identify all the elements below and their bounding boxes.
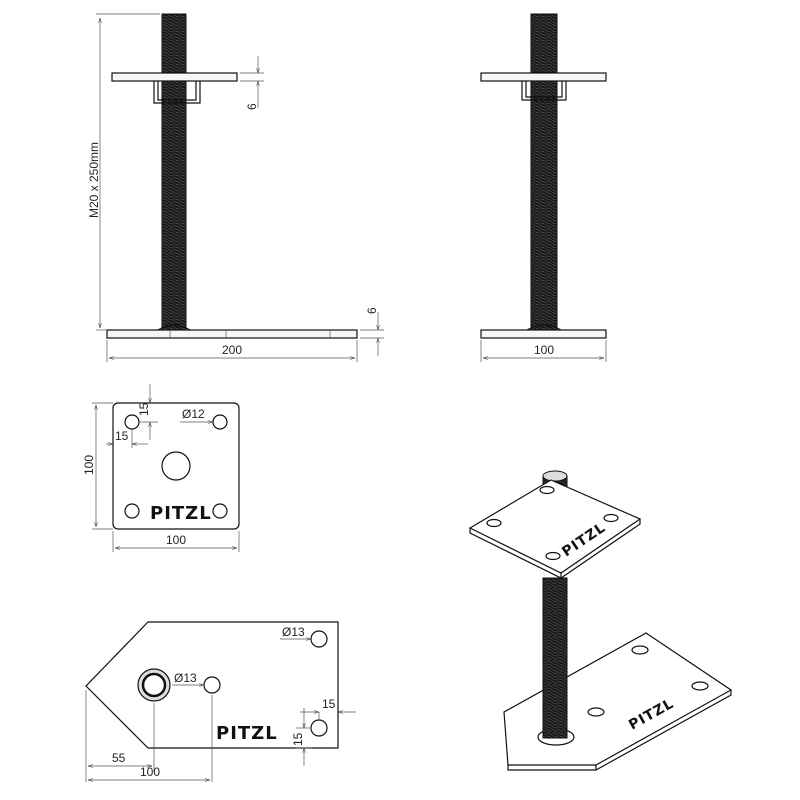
rod-spec-label: M20 x 250mm [87, 142, 101, 218]
top-hole-diameter-label: Ø12 [182, 407, 205, 421]
top-hole-offset-x-label: 15 [115, 429, 129, 443]
top-hole-offset-y-label: 15 [137, 402, 151, 416]
rod-socket-inner [141, 672, 167, 698]
base-hole-diameter-a-label: Ø13 [282, 625, 305, 639]
top-plate-bracket-outer [153, 81, 201, 104]
top-plate-height-label: 100 [82, 455, 96, 475]
base-edge-offset-y-label: 15 [291, 732, 305, 746]
top-plate-outline [112, 402, 240, 530]
base-edge-offset-x-label: 15 [322, 697, 336, 711]
base-plate-thickness-label: 6 [365, 307, 379, 314]
side-view: 100 [480, 13, 607, 362]
base-width-front-label: 200 [222, 343, 242, 357]
isometric-view: PITZL PITZL [468, 470, 733, 771]
top-plate-side [111, 72, 238, 82]
base-plate-side [106, 329, 358, 339]
base-width-side-label: 100 [534, 343, 554, 357]
top-plate-plan: PITZL 15 15 Ø12 100 100 [82, 384, 240, 552]
top-plate-width-label: 100 [166, 533, 186, 547]
mount-hole-bl [124, 503, 140, 519]
base-tip-offset-label: 55 [112, 751, 126, 765]
base-plate-plan: PITZL Ø13 Ø13 15 15 55 100 [85, 621, 356, 782]
center-hole [161, 451, 191, 481]
rod-weld [157, 324, 191, 331]
base-plate-side-2 [480, 329, 607, 339]
brand-label-base-plate: PITZL [216, 723, 278, 744]
top-plate-thickness-label: 6 [245, 103, 259, 110]
base-plate-outline [85, 621, 339, 749]
iso-base-plate [503, 632, 733, 766]
base-hole-offset-label: 100 [140, 765, 160, 779]
brand-label-top-plate: PITZL [150, 503, 212, 524]
front-view: M20 x 250mm 6 6 200 [87, 13, 384, 362]
threaded-rod [161, 13, 187, 331]
top-plate-side-2 [480, 72, 607, 82]
top-plate-bracket [157, 81, 197, 101]
iso-rod-lower [542, 577, 568, 739]
base-hole-diameter-b-label: Ø13 [174, 671, 197, 685]
threaded-rod-side [530, 13, 558, 331]
mount-hole-br [212, 503, 228, 519]
